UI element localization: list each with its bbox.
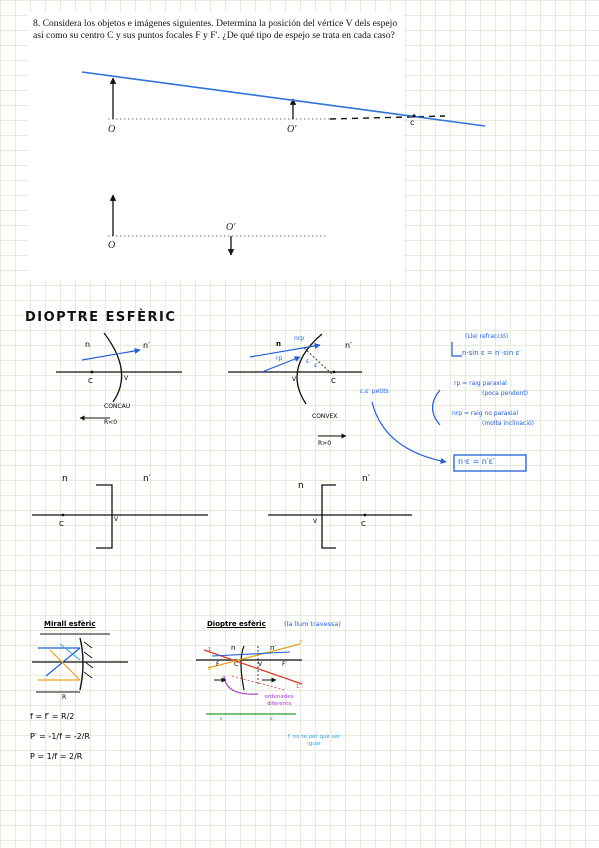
snell-equation: n·sin ε = n′·sin ε′ — [462, 349, 521, 357]
boxed-formula-frame — [453, 454, 527, 472]
dioptre2-eps-prime: ε′ — [270, 716, 274, 722]
note-rp: rp = raig paraxial — [454, 380, 507, 387]
problem-text: Considera los objetos e imágenes siguien… — [33, 18, 398, 41]
dioptre-heading: DIOPTRE ESFÈRIC — [25, 310, 177, 325]
mirall-eq3: P = 1/f = 2/R — [30, 752, 83, 761]
dioptre2-ray-1-prime: 1′ — [296, 684, 301, 690]
mirall-eq2: P′ = -1/f = -2/R — [30, 732, 90, 741]
flat-right-c: C — [361, 520, 366, 528]
mirall-r: R — [62, 694, 67, 701]
flat-dioptre-right — [268, 484, 412, 549]
dioptre2-subtitle: (la llum travessa) — [284, 620, 341, 628]
dioptre2-v: V — [258, 661, 263, 668]
figure-1 — [81, 71, 486, 127]
fig1-label-c: c — [410, 118, 415, 127]
note-nrp: nrp = raig no paraxial — [452, 410, 519, 417]
dioptre2-eps: ε — [220, 716, 223, 722]
concave-radius: R<0 — [104, 419, 118, 426]
snell-title: (Llei refracció) — [465, 333, 509, 340]
fig1-label-o-prime: O′ — [287, 124, 297, 135]
ray-line — [81, 71, 486, 127]
convex-nrp: nrp — [294, 335, 305, 342]
dioptre2-c: C — [234, 661, 239, 668]
convex-note: ε;ε′ petits — [360, 388, 389, 395]
problem-sheet — [28, 12, 404, 280]
note-nrp-sub: (molta inclinació) — [482, 420, 535, 427]
dioptre2-ray-1: 1 — [208, 647, 212, 653]
convex-c: C — [331, 377, 336, 385]
figure-2 — [108, 194, 326, 256]
convex-dioptre-sketch — [228, 333, 362, 439]
dioptre2-n-prime: n′ — [270, 644, 277, 652]
dioptre2-n: n — [231, 644, 236, 652]
dioptre2-blue-note: f′ no té per què ser igual — [287, 734, 341, 747]
convex-n: n — [276, 340, 281, 348]
flat-right-v: V — [313, 518, 318, 525]
flat-left-n-prime: n′ — [143, 474, 151, 484]
concave-c: C — [88, 377, 93, 385]
flat-right-n: n — [298, 481, 304, 491]
fig1-label-o: O — [108, 124, 116, 135]
dioptre2-f-prime: F′ — [282, 661, 287, 668]
fig2-label-o-prime: O′ — [226, 222, 236, 233]
concave-label: CONCAU — [104, 403, 131, 410]
problem-number: 8. — [33, 18, 41, 29]
convex-label: CONVEX — [312, 413, 338, 420]
concave-v: V — [124, 375, 129, 382]
flat-left-n: n — [62, 474, 68, 484]
concave-n-prime: n′ — [143, 341, 150, 350]
convex-eps: ε — [306, 358, 310, 365]
dioptre2-title: Dioptre esfèric — [207, 620, 266, 628]
notes-connectors — [371, 342, 527, 472]
problem-statement: 8. Considera los objetos e imágenes sigu… — [33, 18, 403, 41]
mirall-title: Mirall esfèric — [44, 620, 96, 628]
concave-n: n — [85, 340, 91, 349]
flat-left-v: V — [114, 516, 119, 523]
dioptre2-sketch — [196, 643, 303, 715]
mirall-eq1: f = f′ = R/2 — [30, 712, 75, 721]
convex-rp: rp — [276, 355, 283, 362]
convex-v: V — [292, 376, 297, 383]
convex-radius: R>0 — [318, 440, 332, 447]
dioptre2-ray-2: 2 — [208, 666, 212, 672]
convex-n-prime: n′ — [345, 341, 352, 350]
dioptre2-f: F — [216, 661, 220, 668]
boxed-formula: n·ε = n′ε′ — [458, 457, 495, 466]
mirall-sketch — [32, 633, 128, 693]
dioptre2-purple-note: ordenades diferents — [264, 694, 294, 707]
flat-left-c: C — [59, 520, 64, 528]
fig2-label-o: O — [108, 240, 116, 251]
note-rp-sub: (poca pendent) — [482, 390, 529, 397]
convex-eps-prime: ε′ — [314, 362, 319, 369]
flat-dioptre-left — [32, 484, 208, 549]
flat-right-n-prime: n′ — [362, 474, 370, 484]
concave-dioptre-sketch — [56, 332, 182, 421]
dioptre2-ray-2-prime: 2′ — [299, 640, 304, 646]
